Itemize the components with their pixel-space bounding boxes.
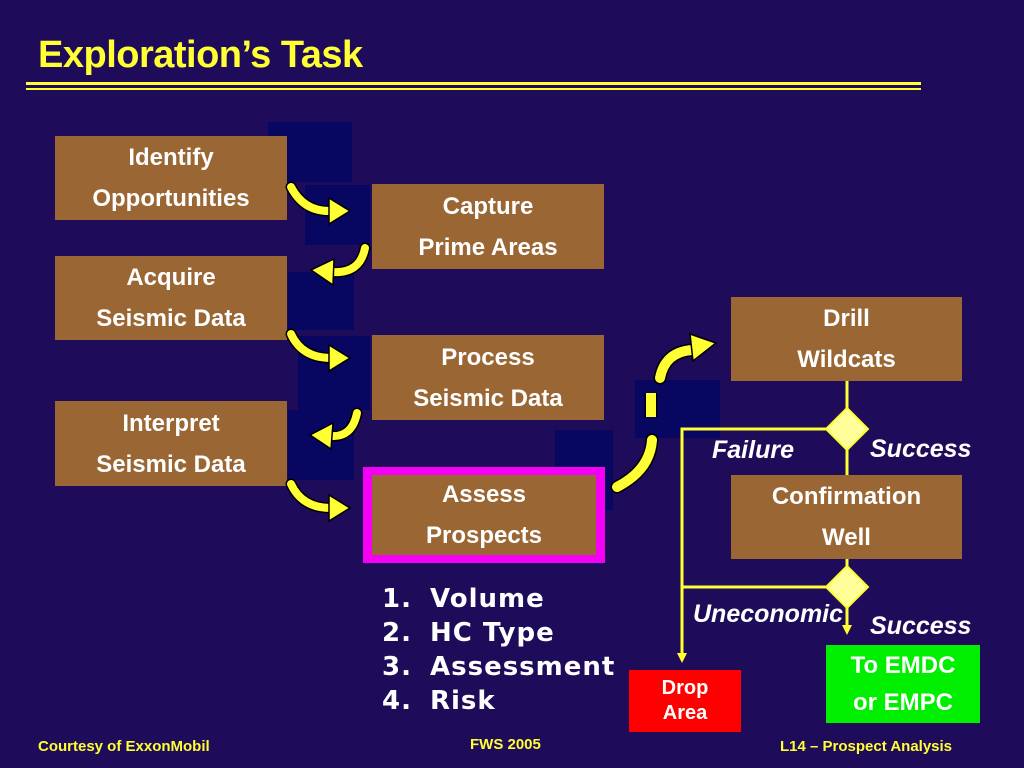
curved-arrow-right — [285, 181, 352, 226]
acquire-seismic-data-box: Acquire Seismic Data — [55, 256, 287, 340]
list-number: 4. — [382, 686, 412, 716]
box-line: To EMDC — [850, 652, 956, 679]
footer-left: Courtesy of ExxonMobil — [38, 738, 210, 755]
failure-label: Failure — [712, 436, 794, 464]
box-line: Seismic Data — [413, 384, 563, 412]
box-line: Well — [822, 524, 871, 551]
box-line: Identify — [128, 144, 214, 171]
list-number: 2. — [382, 618, 412, 648]
box-line: Drill — [823, 305, 870, 332]
box-line: Prospects — [425, 522, 543, 549]
drill-wildcats-box: Drill Wildcats — [731, 297, 962, 381]
list-item: 1. Volume — [382, 582, 615, 616]
decision-diamond — [824, 564, 870, 610]
list-item: 4. Risk — [382, 684, 615, 718]
footer-center: FWS 2005 — [470, 736, 541, 753]
to-emdc-box: To EMDC or EMPC — [826, 645, 980, 723]
curved-arrow-left — [309, 242, 371, 287]
drop-area-box: Drop Area — [629, 670, 741, 732]
assess-criteria-list: 1. Volume 2. HC Type 3. Assessment 4. Risk — [382, 582, 615, 718]
box-line: Opportunities — [92, 185, 250, 212]
box-line: Prime Areas — [418, 233, 558, 261]
box-line: or EMPC — [852, 689, 953, 716]
list-text: Assessment — [430, 652, 616, 682]
box-line: Confirmation — [771, 483, 922, 510]
curved-arrow-right — [285, 478, 352, 523]
box-line: Drop — [661, 677, 709, 699]
assess-prospects-box: Assess Prospects — [372, 475, 596, 555]
capture-prime-areas-box: Capture Prime Areas — [372, 184, 604, 269]
list-text: Volume — [430, 584, 545, 614]
box-line: Seismic Data — [96, 305, 246, 332]
box-line: Assess — [441, 481, 527, 508]
failure-connector — [677, 427, 830, 663]
curved-arrow-up — [610, 332, 718, 494]
process-seismic-data-box: Process Seismic Data — [372, 335, 604, 420]
box-line: Area — [662, 702, 708, 724]
success-label: Success — [870, 612, 972, 640]
list-number: 1. — [382, 584, 412, 614]
list-number: 3. — [382, 652, 412, 682]
box-line: Capture — [442, 192, 534, 220]
title-underline-thin — [26, 88, 921, 90]
list-text: Risk — [430, 686, 496, 716]
box-line: Interpret — [122, 409, 220, 437]
interpret-seismic-data-box: Interpret Seismic Data — [55, 401, 287, 486]
curved-arrow-right — [285, 328, 352, 373]
decision-diamond — [824, 406, 870, 452]
list-item: 3. Assessment — [382, 650, 615, 684]
title-underline — [26, 82, 921, 85]
box-line: Acquire — [126, 264, 216, 291]
box-line: Process — [441, 343, 535, 371]
success-label: Success — [870, 435, 972, 463]
list-item: 2. HC Type — [382, 616, 615, 650]
shadow-block — [288, 272, 354, 330]
page-title: Exploration’s Task — [38, 34, 363, 76]
list-text: HC Type — [430, 618, 555, 648]
confirmation-well-box: Confirmation Well — [731, 475, 962, 559]
curved-arrow-left — [308, 407, 363, 451]
uneconomic-label: Uneconomic — [693, 600, 844, 628]
identify-opportunities-box: Identify Opportunities — [55, 136, 287, 220]
footer-right: L14 – Prospect Analysis — [780, 738, 953, 755]
shadow-block — [288, 410, 354, 480]
box-line: Seismic Data — [96, 450, 246, 478]
box-line: Wildcats — [797, 346, 896, 373]
